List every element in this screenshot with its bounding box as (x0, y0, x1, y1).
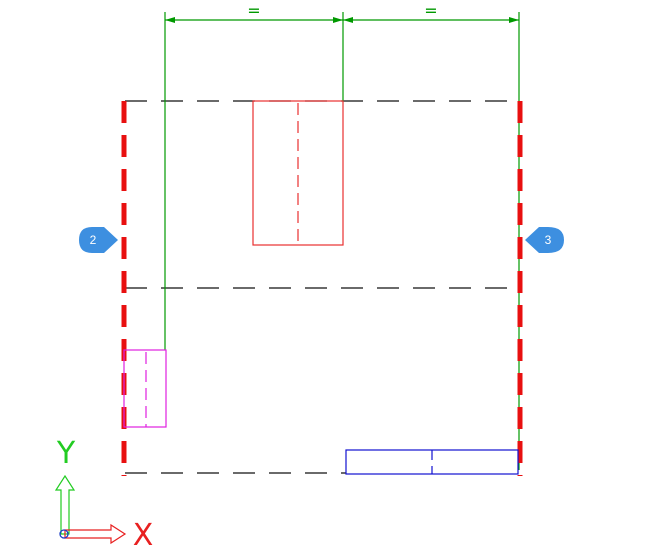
grip-marker-left[interactable]: 2 (79, 227, 118, 253)
ucs-x-label: X (133, 518, 154, 550)
ucs-origin-marker (59, 529, 69, 539)
ucs-x-arrow (64, 523, 127, 545)
ucs-y-arrow (54, 474, 76, 535)
dimension-arrow-right (509, 17, 519, 23)
green-reference-lines (164, 12, 520, 470)
window-red-frame (252, 100, 344, 246)
grip-marker-right-label: 3 (545, 233, 552, 247)
grip-marker-left-shape (79, 227, 118, 253)
dimension-arrow-mid-right (343, 17, 353, 23)
dashed-grid-lines (125, 100, 520, 474)
grip-marker-left-label: 2 (90, 233, 97, 247)
dimension-arrow-mid-left (333, 17, 343, 23)
ucs-y-label: Y (56, 436, 76, 471)
dimension-arrow-left (165, 17, 175, 23)
window-red[interactable] (252, 100, 344, 246)
window-magenta-frame (123, 349, 167, 428)
grip-marker-right-shape (525, 227, 564, 253)
equal-dimension[interactable]: = = (165, 1, 519, 23)
ucs-icon: Y X (54, 436, 154, 550)
window-blue[interactable] (345, 449, 519, 475)
grip-marker-right[interactable]: 3 (525, 227, 564, 253)
window-magenta[interactable] (123, 349, 167, 428)
dimension-label-right: = (424, 1, 437, 20)
dimension-label-left: = (247, 1, 260, 20)
